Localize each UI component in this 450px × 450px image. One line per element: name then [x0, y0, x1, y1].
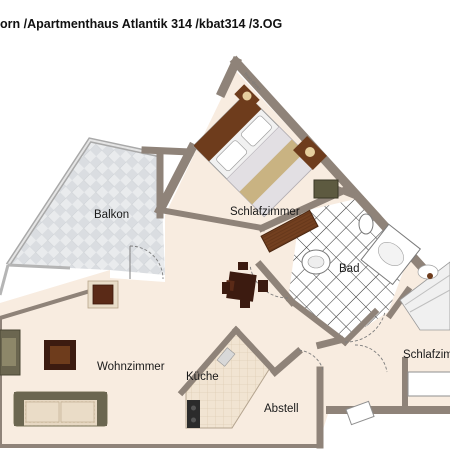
bed-single — [399, 261, 450, 331]
bathroom-fixtures — [301, 213, 422, 286]
room-label-wohnzimmer: Wohnzimmer — [97, 361, 165, 373]
balcony-floor — [8, 140, 165, 275]
wardrobe — [260, 209, 319, 253]
sofa — [13, 391, 108, 427]
lamp-icon — [305, 147, 315, 157]
room-label-kueche: Küche — [186, 371, 219, 383]
sofa-bed — [407, 371, 450, 397]
room-label-abstell: Abstell — [264, 403, 299, 415]
entrance-mat — [345, 400, 375, 426]
room-label-schlafzimmer-2: Schlafzim — [403, 349, 450, 361]
dining-table — [222, 262, 268, 308]
apartment-floor — [0, 70, 450, 445]
lamp-icon — [242, 91, 252, 101]
bathroom-floor — [288, 198, 412, 340]
armchair — [313, 179, 339, 199]
balcony-door — [129, 245, 164, 280]
sink-icon — [216, 347, 236, 367]
stove-icon — [187, 400, 200, 428]
room-label-balkon: Balkon — [94, 209, 129, 221]
room-label-bad: Bad — [339, 263, 359, 275]
plan-title: orn /Apartmenthaus Atlantik 314 /kbat314… — [0, 17, 283, 31]
room-label-schlafzimmer: Schlafzimmer — [230, 206, 300, 218]
